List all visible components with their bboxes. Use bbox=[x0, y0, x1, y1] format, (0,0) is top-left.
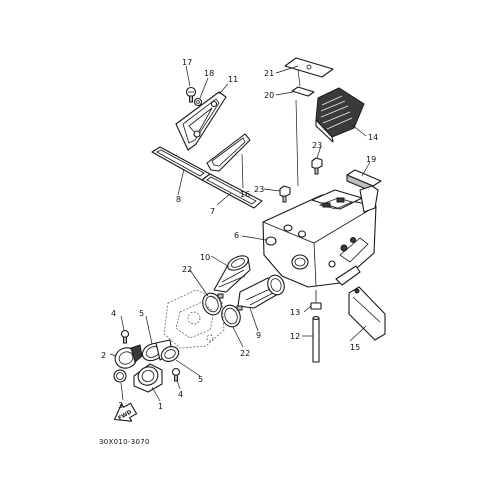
callout-23-upper: 23 bbox=[312, 141, 322, 150]
bolt-23-lower bbox=[279, 185, 291, 203]
callout-1: 1 bbox=[158, 402, 163, 411]
callout-2: 2 bbox=[101, 351, 106, 360]
air-filter-case-cover bbox=[175, 91, 227, 151]
callout-6: 6 bbox=[234, 231, 239, 240]
callout-19: 19 bbox=[366, 155, 376, 164]
callout-4-upper: 4 bbox=[111, 309, 116, 318]
callout-5-lower: 5 bbox=[198, 375, 203, 384]
clamp-22-left bbox=[202, 292, 224, 316]
drain-hose-12 bbox=[312, 316, 320, 363]
callout-11: 11 bbox=[228, 75, 238, 84]
callout-17: 17 bbox=[182, 58, 192, 67]
gasket-7 bbox=[201, 173, 263, 209]
callout-14: 14 bbox=[368, 133, 378, 142]
joint-14 bbox=[315, 87, 365, 143]
callout-16: 16 bbox=[240, 190, 250, 199]
joint-9 bbox=[237, 274, 285, 309]
joint-1 bbox=[133, 363, 163, 393]
plate-15 bbox=[348, 286, 386, 341]
clip-13 bbox=[310, 290, 322, 310]
joint-2 bbox=[114, 344, 143, 369]
callout-7: 7 bbox=[210, 207, 215, 216]
screw-17 bbox=[185, 86, 197, 103]
callout-labels: 17 18 11 16 8 7 21 20 14 23 19 23 6 10 2… bbox=[101, 58, 378, 411]
screw-4-upper bbox=[120, 329, 130, 344]
screw-4-lower bbox=[171, 367, 181, 382]
carburetor-outline bbox=[163, 289, 225, 349]
joint-5-lower bbox=[160, 346, 180, 362]
forward-direction-arrow: FWD bbox=[113, 402, 138, 422]
callout-3: 3 bbox=[118, 401, 123, 410]
cover-21 bbox=[284, 57, 334, 78]
callout-5-upper: 5 bbox=[139, 309, 144, 318]
washer-18 bbox=[193, 97, 203, 107]
callout-15: 15 bbox=[350, 343, 360, 352]
leader-lines bbox=[109, 65, 371, 402]
bolt-23-upper bbox=[311, 157, 323, 175]
callout-21: 21 bbox=[264, 69, 274, 78]
pad-20 bbox=[291, 86, 315, 97]
clamp-22-right bbox=[221, 304, 243, 328]
callout-22-left: 22 bbox=[182, 265, 192, 274]
callout-18: 18 bbox=[204, 69, 214, 78]
callout-10: 10 bbox=[200, 253, 210, 262]
gasket-8 bbox=[151, 146, 211, 181]
drawing-code: 30X010-3070 bbox=[99, 438, 150, 446]
air-filter-element bbox=[206, 133, 251, 172]
callout-13: 13 bbox=[290, 308, 300, 317]
callout-20: 20 bbox=[264, 91, 274, 100]
callout-4-lower: 4 bbox=[178, 390, 183, 399]
callout-8: 8 bbox=[176, 195, 181, 204]
callout-9: 9 bbox=[256, 331, 261, 340]
callout-12: 12 bbox=[290, 332, 300, 341]
joint-10 bbox=[213, 255, 251, 293]
o-ring-3 bbox=[113, 369, 127, 383]
air-filter-case bbox=[262, 185, 379, 288]
callout-23-lower: 23 bbox=[254, 185, 264, 194]
callout-22-right: 22 bbox=[240, 349, 250, 358]
